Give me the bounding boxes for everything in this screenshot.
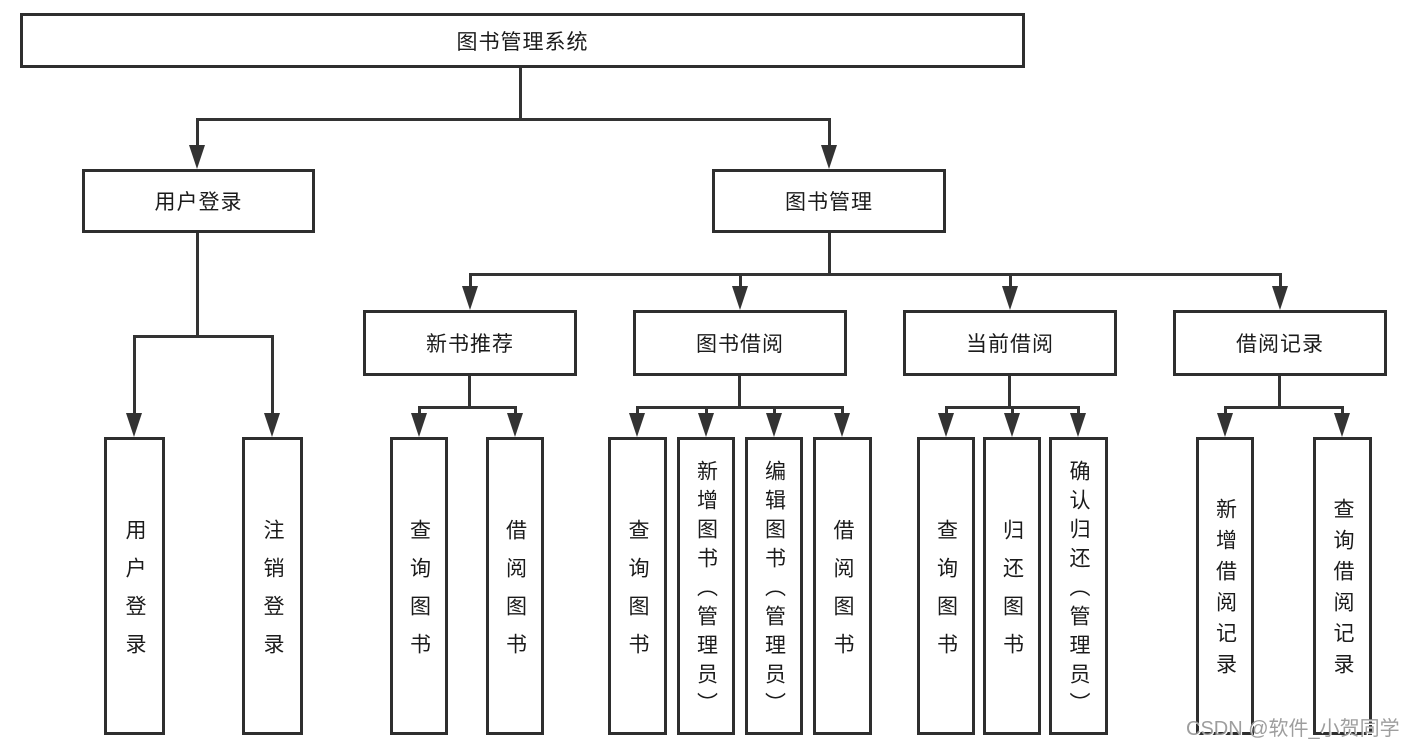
- connector-borrow-records-drop: [1278, 376, 1281, 406]
- leaf-confirm-return-admin: 确认归还（管理员）: [1049, 437, 1108, 735]
- leaf-user-login: 用户登录: [104, 437, 165, 735]
- node-library-management-system: 图书管理系统: [20, 13, 1025, 68]
- leaf-label: 查询图书: [407, 518, 431, 671]
- connector-book-management-spread: [469, 273, 1281, 276]
- node-book-management: 图书管理: [712, 169, 946, 233]
- leaf-borrow-books-1: 借阅图书: [486, 437, 544, 735]
- arrow-to-edit-book: [766, 406, 782, 437]
- connector-borrow-records-spread: [1224, 406, 1343, 409]
- leaf-label: 借阅图书: [831, 518, 854, 671]
- arrow-to-confirm-return: [1070, 406, 1086, 437]
- leaf-return-books: 归还图书: [983, 437, 1041, 735]
- node-label: 当前借阅: [966, 333, 1054, 356]
- connector-root-spread: [197, 118, 831, 121]
- node-label: 用户登录: [154, 191, 243, 214]
- leaf-label: 借阅图书: [503, 518, 527, 671]
- node-current-borrow: 当前借阅: [903, 310, 1117, 376]
- arrow-to-book-management: [821, 118, 837, 169]
- leaf-borrow-books-2: 借阅图书: [813, 437, 872, 735]
- connector-new-book-drop: [468, 376, 471, 406]
- leaf-label: 新增图书（管理员）: [694, 459, 718, 721]
- node-label: 图书借阅: [696, 333, 784, 356]
- arrow-to-leaf-logout: [264, 335, 280, 437]
- node-label: 图书管理系统: [456, 30, 589, 54]
- node-label: 借阅记录: [1236, 333, 1324, 356]
- leaf-label: 新增借阅记录: [1213, 498, 1237, 684]
- arrow-to-borrow-records: [1272, 273, 1288, 310]
- connector-new-book-spread: [418, 406, 516, 409]
- leaf-logout: 注销登录: [242, 437, 303, 735]
- leaf-edit-book-admin: 编辑图书（管理员）: [745, 437, 803, 735]
- leaf-label: 用户登录: [123, 518, 146, 671]
- connector-user-login-drop: [196, 233, 199, 335]
- node-borrow-records: 借阅记录: [1173, 310, 1387, 376]
- connector-book-management-drop: [828, 233, 831, 273]
- connector-user-login-spread: [133, 335, 273, 338]
- leaf-label: 编辑图书（管理员）: [762, 459, 786, 721]
- arrow-to-query-books-1: [411, 406, 427, 437]
- node-label: 新书推荐: [426, 333, 514, 356]
- arrow-to-query-borrow-record: [1334, 406, 1350, 437]
- leaf-add-book-admin: 新增图书（管理员）: [677, 437, 735, 735]
- arrow-to-query-books-3: [938, 406, 954, 437]
- connector-book-borrow-spread: [636, 406, 843, 409]
- leaf-label: 确认归还（管理员）: [1067, 459, 1090, 721]
- leaf-query-books-2: 查询图书: [608, 437, 667, 735]
- leaf-label: 查询借阅记录: [1331, 498, 1354, 684]
- arrow-to-add-book: [698, 406, 714, 437]
- node-label: 图书管理: [785, 191, 873, 214]
- node-user-login: 用户登录: [82, 169, 315, 233]
- node-new-book-recommend: 新书推荐: [363, 310, 577, 376]
- connector-book-borrow-drop: [738, 376, 741, 406]
- arrow-to-book-borrow: [732, 273, 748, 310]
- connector-root-drop: [519, 68, 522, 118]
- arrow-to-leaf-user-login: [126, 335, 142, 437]
- arrow-to-add-borrow-record: [1217, 406, 1233, 437]
- arrow-to-user-login: [189, 118, 205, 169]
- leaf-label: 归还图书: [1000, 518, 1024, 671]
- leaf-add-borrow-record: 新增借阅记录: [1196, 437, 1254, 735]
- node-book-borrow: 图书借阅: [633, 310, 847, 376]
- leaf-query-books-1: 查询图书: [390, 437, 448, 735]
- watermark: CSDN @软件_小贺同学: [1186, 718, 1400, 740]
- leaf-query-borrow-record: 查询借阅记录: [1313, 437, 1372, 735]
- arrow-to-current-borrow: [1002, 273, 1018, 310]
- leaf-label: 查询图书: [934, 518, 958, 671]
- arrow-to-query-books-2: [629, 406, 645, 437]
- leaf-query-books-3: 查询图书: [917, 437, 975, 735]
- leaf-label: 查询图书: [626, 518, 649, 671]
- arrow-to-borrow-books-1: [507, 406, 523, 437]
- arrow-to-new-book-recommend: [462, 273, 478, 310]
- arrow-to-return-books: [1004, 406, 1020, 437]
- leaf-label: 注销登录: [261, 518, 284, 671]
- connector-current-borrow-drop: [1008, 376, 1011, 406]
- arrow-to-borrow-books-2: [834, 406, 850, 437]
